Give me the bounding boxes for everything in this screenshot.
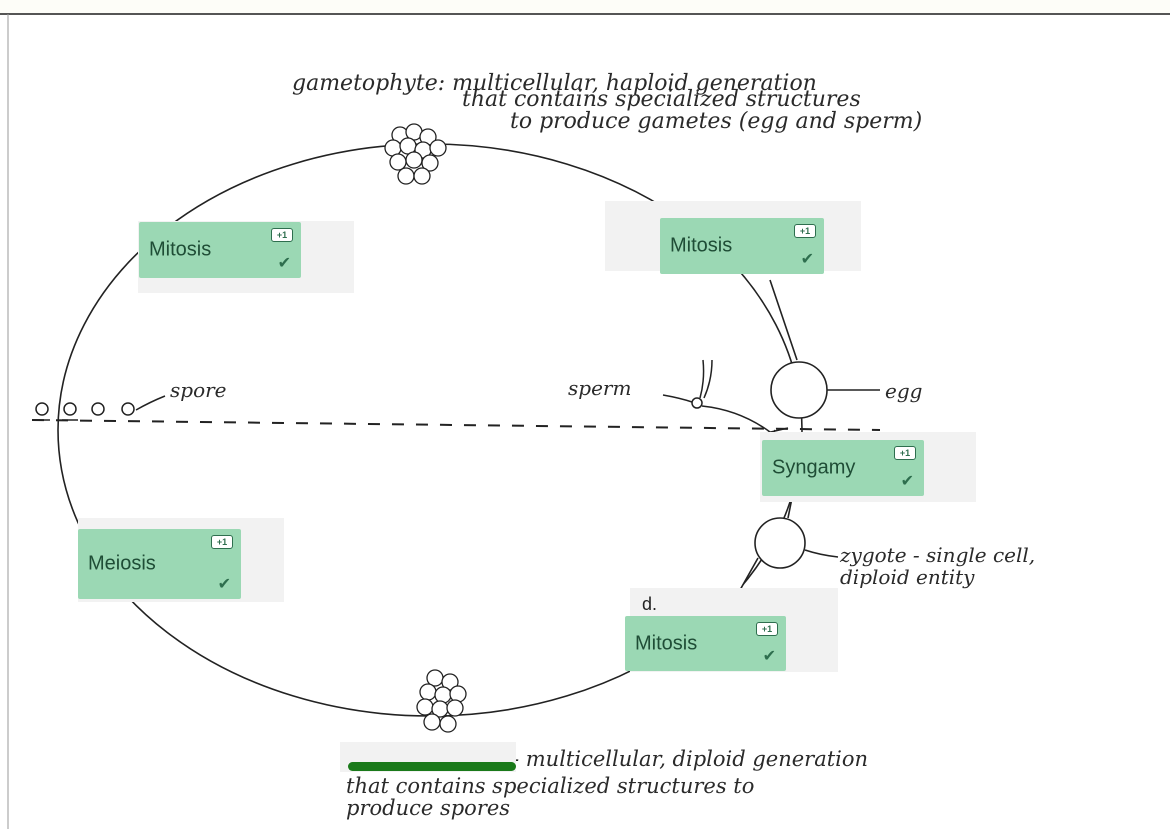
gametophyte-annotation-line2: that contains specialized structures <box>462 87 861 112</box>
score-badge: +1 <box>211 535 233 549</box>
checkmark-icon: ✔ <box>762 646 776 665</box>
sporophyte-annotation-line2: that contains specialized structures to <box>346 774 754 798</box>
answer-chip-syngamy[interactable]: Syngamy +1 ✔ <box>762 440 924 496</box>
score-badge: +1 <box>756 622 778 636</box>
answer-chip-mitosis[interactable]: Mitosis +1 ✔ <box>660 218 824 274</box>
sporophyte-annotation-line3: produce spores <box>346 796 510 820</box>
answer-label: Meiosis <box>88 552 156 575</box>
zygote-annotation-line1: zygote - single cell, <box>839 543 1035 567</box>
score-badge: +1 <box>794 224 816 238</box>
answer-chip-mitosis[interactable]: Mitosis +1 ✔ <box>625 616 786 671</box>
zygote-annotation-line2: diploid entity <box>840 565 975 589</box>
gametophyte-annotation-line3: to produce gametes (egg and sperm) <box>510 109 922 134</box>
score-badge: +1 <box>894 446 916 460</box>
answer-label: Syngamy <box>772 456 856 479</box>
answer-label: Mitosis <box>670 234 733 257</box>
score-badge: +1 <box>271 228 293 242</box>
connector-line <box>769 279 798 361</box>
answer-chip-meiosis[interactable]: Meiosis +1 ✔ <box>78 529 241 599</box>
ploidy-divider <box>31 419 881 431</box>
top-ruler <box>0 0 1170 14</box>
sperm-icon <box>662 359 789 441</box>
answer-chip-mitosis[interactable]: Mitosis +1 ✔ <box>139 222 301 278</box>
answer-label: Mitosis <box>149 238 212 261</box>
sporophyte-annotation-line1: - multicellular, diploid generation <box>512 747 868 771</box>
checkmark-icon: ✔ <box>900 471 914 490</box>
egg-icon <box>770 361 880 419</box>
checkmark-icon: ✔ <box>277 253 291 272</box>
answer-label: Mitosis <box>635 632 698 654</box>
blank-answer-bar[interactable] <box>348 762 516 771</box>
blank-label-d: d. <box>642 594 658 614</box>
checkmark-icon: ✔ <box>800 249 814 268</box>
spore-icons <box>34 395 166 421</box>
egg-label: egg <box>885 379 922 403</box>
sporophyte-cluster-icon <box>416 669 467 733</box>
sperm-label: sperm <box>568 376 631 400</box>
gametophyte-annotation-line1: gametophyte: multicellular, haploid gene… <box>292 71 817 96</box>
spore-label: spore <box>170 378 227 402</box>
checkmark-icon: ✔ <box>217 574 231 593</box>
gametophyte-cluster-icon <box>384 123 447 185</box>
